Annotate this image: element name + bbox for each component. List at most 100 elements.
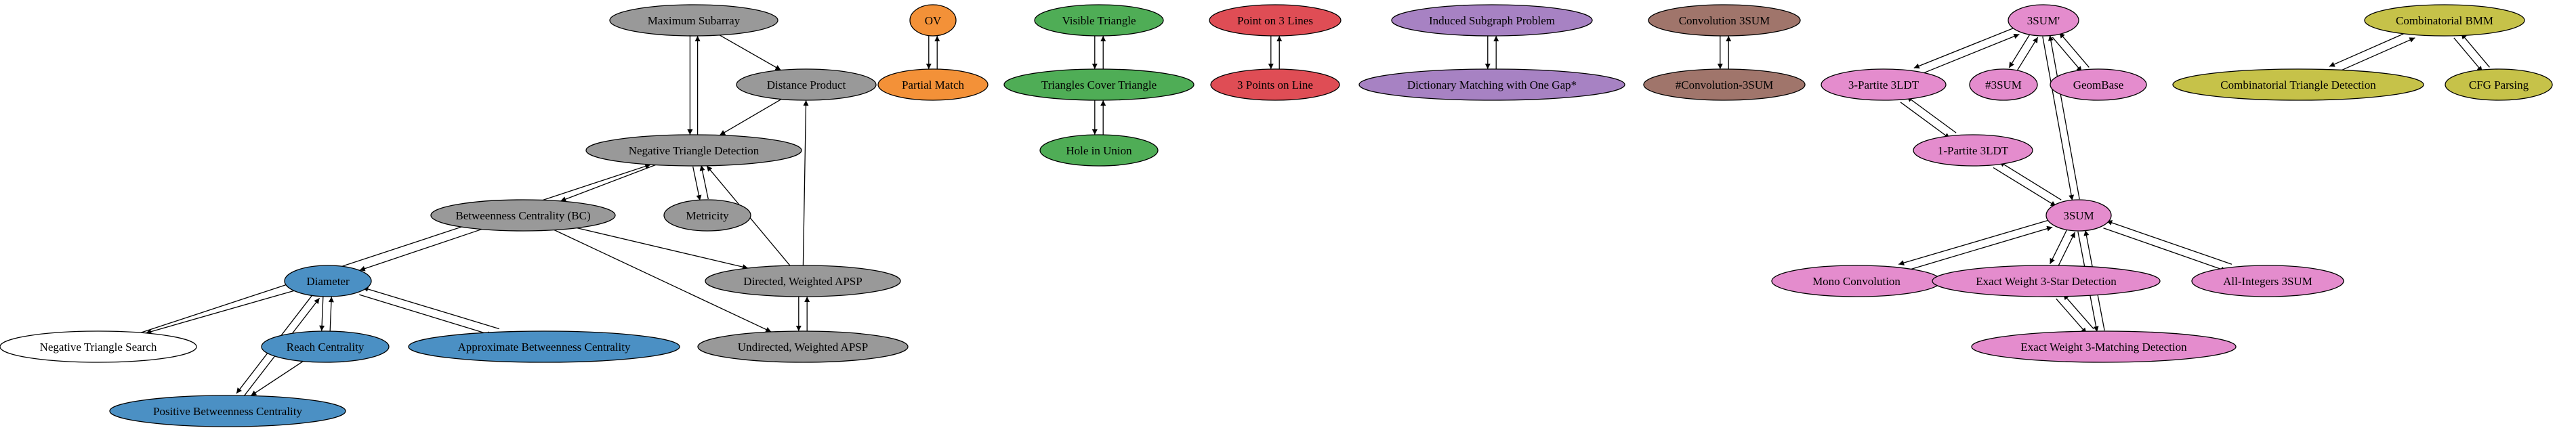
node-three-partite-3ldt[interactable]: 3-Partite 3LDT <box>1821 68 1947 101</box>
node-one-partite-3ldt[interactable]: 1-Partite 3LDT <box>1913 134 2033 167</box>
node-reach-centrality[interactable]: Reach Centrality <box>261 330 390 363</box>
edge-line <box>1999 161 2062 200</box>
node-hole-in-union[interactable]: Hole in Union <box>1039 134 1159 167</box>
node-label: Triangles Cover Triangle <box>1041 79 1157 91</box>
node-sharp-convolution-3sum[interactable]: #Convolution-3SUM <box>1643 68 1806 101</box>
edge-line <box>250 361 304 396</box>
edge-combinatorial_bmm-to-cfg_parsing <box>2453 37 2483 72</box>
node-point-on-3-lines[interactable]: Point on 3 Lines <box>1209 4 1342 37</box>
node-convolution-3sum[interactable]: Convolution 3SUM <box>1648 4 1801 37</box>
node-geombase[interactable]: GeomBase <box>2050 68 2147 101</box>
edge-max_subarray-to-distance_product <box>719 35 781 71</box>
edge-line <box>554 230 772 332</box>
node-all-integers-3sum[interactable]: All-Integers 3SUM <box>2191 265 2344 297</box>
edge-line <box>2329 30 2410 67</box>
edge-three_sum-to-one_partite_3ldt <box>1999 161 2062 200</box>
node-ellipse <box>585 134 802 167</box>
node-undirected-apsp[interactable]: Undirected, Weighted APSP <box>697 330 909 363</box>
edge-all_integers_3sum-to-three_sum <box>2106 220 2232 265</box>
node-metricity[interactable]: Metricity <box>663 199 751 232</box>
node-ellipse <box>261 330 390 363</box>
node-ellipse <box>736 68 877 101</box>
edge-three_sum_prime-to-geombase <box>2052 37 2083 72</box>
node-label: #3SUM <box>1985 79 2022 91</box>
node-max-subarray[interactable]: Maximum Subarray <box>609 4 778 37</box>
node-diameter[interactable]: Diameter <box>284 265 372 297</box>
node-combinatorial-triangle[interactable]: Combinatorial Triangle Detection <box>2172 68 2424 101</box>
node-label: Induced Subgraph Problem <box>1429 14 1555 27</box>
edge-diameter-to-approx_betweenness <box>359 294 493 337</box>
node-ellipse <box>1358 68 1625 101</box>
edge-line <box>319 296 325 331</box>
edge-three_sum-to-all_integers_3sum <box>2103 228 2227 272</box>
node-ellipse <box>1034 4 1164 37</box>
edge-three_partite_3ldt-to-three_sum_prime <box>1919 33 2020 76</box>
node-label: Metricity <box>686 209 729 222</box>
node-label: 3SUM <box>2063 209 2094 222</box>
node-label: Convolution 3SUM <box>1679 14 1770 27</box>
node-ellipse <box>609 4 778 37</box>
node-three-sum[interactable]: 3SUM <box>2045 199 2112 232</box>
node-ov[interactable]: OV <box>909 4 957 37</box>
node-exact-weight-3matching[interactable]: Exact Weight 3-Matching Detection <box>1971 330 2237 363</box>
edge-line <box>719 35 781 71</box>
node-ellipse <box>2172 68 2424 101</box>
edge-exact_weight_3matching-to-exact_weight_3star <box>2062 294 2094 330</box>
edge-line <box>692 166 702 201</box>
node-positive-betweenness[interactable]: Positive Betweenness Centrality <box>109 395 346 427</box>
node-mono-convolution[interactable]: Mono Convolution <box>1771 265 1942 297</box>
edge-neg_triangle_detection-to-betweenness <box>560 164 656 202</box>
edge-line <box>2103 228 2227 272</box>
edge-line <box>2048 35 2080 200</box>
edge-line <box>2008 33 2031 68</box>
node-betweenness[interactable]: Betweenness Centrality (BC) <box>430 199 616 232</box>
node-ellipse <box>408 330 680 363</box>
node-exact-weight-3star[interactable]: Exact Weight 3-Star Detection <box>1932 265 2161 297</box>
edge-line <box>2042 36 2075 201</box>
node-label: Distance Product <box>767 79 846 91</box>
node-label: Reach Centrality <box>287 341 365 353</box>
edge-combinatorial_bmm-to-combinatorial_triangle <box>2329 30 2410 67</box>
edge-line <box>2106 220 2232 265</box>
node-distance-product[interactable]: Distance Product <box>736 68 877 101</box>
edge-exact_weight_3star-to-three_sum <box>2057 232 2076 267</box>
edge-line <box>1903 225 2053 272</box>
edge-line <box>1898 219 2050 265</box>
edge-reach_centrality-to-positive_betweenness <box>250 361 304 396</box>
node-ellipse <box>1391 4 1593 37</box>
node-triangles-cover[interactable]: Triangles Cover Triangle <box>1003 68 1194 101</box>
node-ellipse <box>1969 68 2038 101</box>
node-neg-triangle-search[interactable]: Negative Triangle Search <box>0 330 197 363</box>
node-ellipse <box>2008 4 2079 37</box>
node-approx-betweenness[interactable]: Approximate Betweenness Centrality <box>408 330 680 363</box>
node-three-points-on-line[interactable]: 3 Points on Line <box>1210 68 1340 101</box>
node-label: Undirected, Weighted APSP <box>738 341 868 353</box>
node-ellipse <box>1643 68 1806 101</box>
edge-line <box>560 164 656 202</box>
node-combinatorial-bmm[interactable]: Combinatorial BMM <box>2364 4 2525 37</box>
node-label: Positive Betweenness Centrality <box>153 405 303 418</box>
edge-distance_product-to-neg_triangle_detection <box>719 98 782 136</box>
node-label: GeomBase <box>2073 79 2124 91</box>
node-three-sum-prime[interactable]: 3SUM' <box>2008 4 2079 37</box>
node-partial-match[interactable]: Partial Match <box>877 68 989 101</box>
node-directed-apsp[interactable]: Directed, Weighted APSP <box>705 265 901 297</box>
edge-line <box>328 297 334 332</box>
node-visible-triangle[interactable]: Visible Triangle <box>1034 4 1164 37</box>
node-dictionary-matching[interactable]: Dictionary Matching with One Gap* <box>1358 68 1625 101</box>
node-ellipse <box>705 265 901 297</box>
node-label: Approximate Betweenness Centrality <box>458 341 631 353</box>
edge-line <box>2335 37 2415 74</box>
node-neg-triangle-detection[interactable]: Negative Triangle Detection <box>585 134 802 167</box>
node-sharp-3sum[interactable]: #3SUM <box>1969 68 2038 101</box>
edge-line <box>2058 32 2090 68</box>
node-induced-subgraph[interactable]: Induced Subgraph Problem <box>1391 4 1593 37</box>
node-label: Hole in Union <box>1066 144 1132 157</box>
edge-line <box>146 290 295 335</box>
edge-mono_convolution-to-three_sum <box>1903 225 2053 272</box>
node-cfg-parsing[interactable]: CFG Parsing <box>2445 68 2553 101</box>
node-ellipse <box>1648 4 1801 37</box>
node-label: Point on 3 Lines <box>1237 14 1313 27</box>
node-ellipse <box>909 4 957 37</box>
